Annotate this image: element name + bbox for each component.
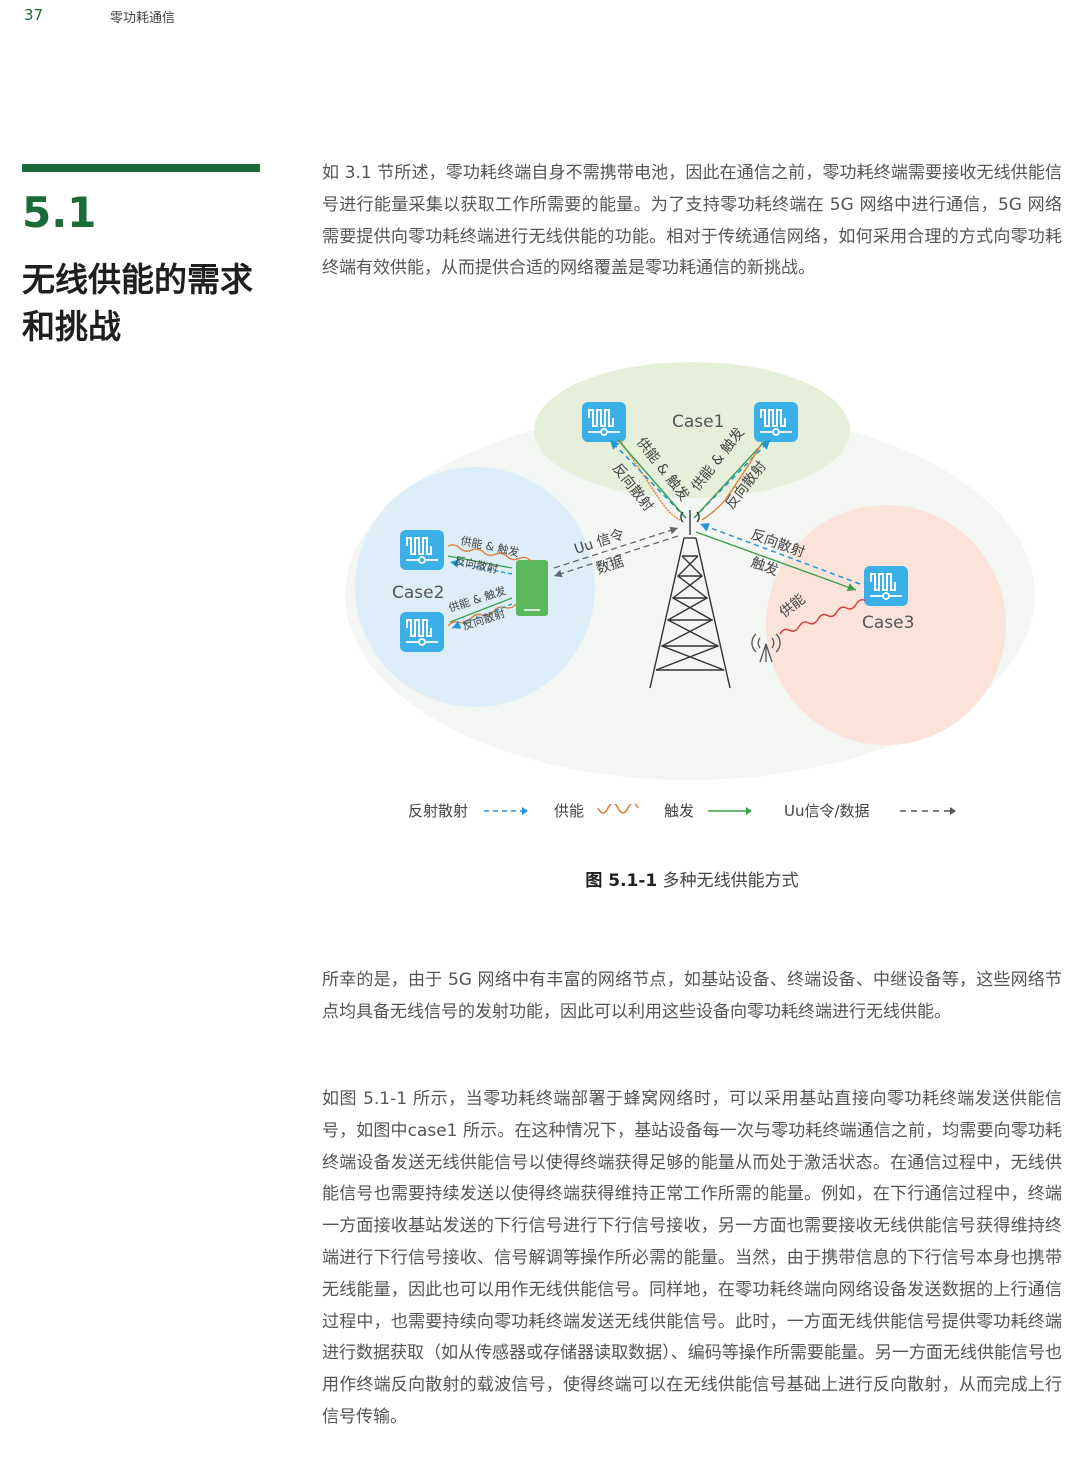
case1-left-device-icon [581, 401, 627, 443]
case1-label: Case1 [672, 412, 724, 432]
page-header: 37 零功耗通信 [24, 6, 175, 26]
running-title: 零功耗通信 [110, 11, 176, 26]
legend-backscatter-icon [484, 807, 528, 815]
case1-right-device-icon [753, 401, 799, 443]
case2-bottom-device-icon [399, 611, 445, 653]
figure-caption-label: 图 5.1-1 [585, 871, 658, 891]
paragraph-intro: 如 3.1 节所述，零功耗终端自身不需携带电池，因此在通信之前，零功耗终端需要接… [322, 163, 1062, 279]
paragraph-network-nodes: 所幸的是，由于 5G 网络中有丰富的网络节点，如基站设备、终端设备、中继设备等，… [322, 970, 1062, 1022]
case2-label: Case2 [392, 583, 444, 603]
figure-caption-text: 多种无线供能方式 [657, 871, 799, 891]
paragraph-case1-explanation: 如图 5.1-1 所示，当零功耗终端部署于蜂窝网络时，可以采用基站直接向零功耗终… [322, 1089, 1062, 1427]
legend-power-icon [597, 804, 639, 814]
wireless-power-diagram: Case1 供能 & 触发 反向散射 供能 & 触发 反向散射 Case2 供能… [345, 362, 1035, 780]
base-station-tower [649, 510, 731, 689]
case2-top-device-icon [399, 529, 445, 571]
legend-uu-icon [900, 807, 956, 815]
diagram-legend: 反射散射 供能 触发 Uu信令/数据 [408, 800, 968, 824]
case2-area [355, 467, 595, 707]
relay-terminal-device [516, 560, 548, 616]
case3-area [766, 505, 1006, 745]
legend-power-label: 供能 [554, 802, 585, 820]
section-accent-bar [22, 164, 260, 172]
figure-caption: 图 5.1-1 多种无线供能方式 [322, 866, 1062, 891]
legend-backscatter-label: 反射散射 [408, 802, 469, 820]
section-title: 无线供能的需求和挑战 [22, 260, 253, 346]
legend-trigger-label: 触发 [664, 802, 695, 820]
legend-uu-label: Uu信令/数据 [784, 802, 870, 820]
power-transmitter-icon [751, 633, 781, 663]
legend-trigger-icon [708, 807, 752, 815]
case3-device-icon [863, 565, 909, 607]
page-number: 37 [24, 6, 44, 24]
case3-label: Case3 [862, 613, 914, 633]
section-number: 5.1 [22, 188, 97, 237]
case1-area [534, 362, 850, 498]
